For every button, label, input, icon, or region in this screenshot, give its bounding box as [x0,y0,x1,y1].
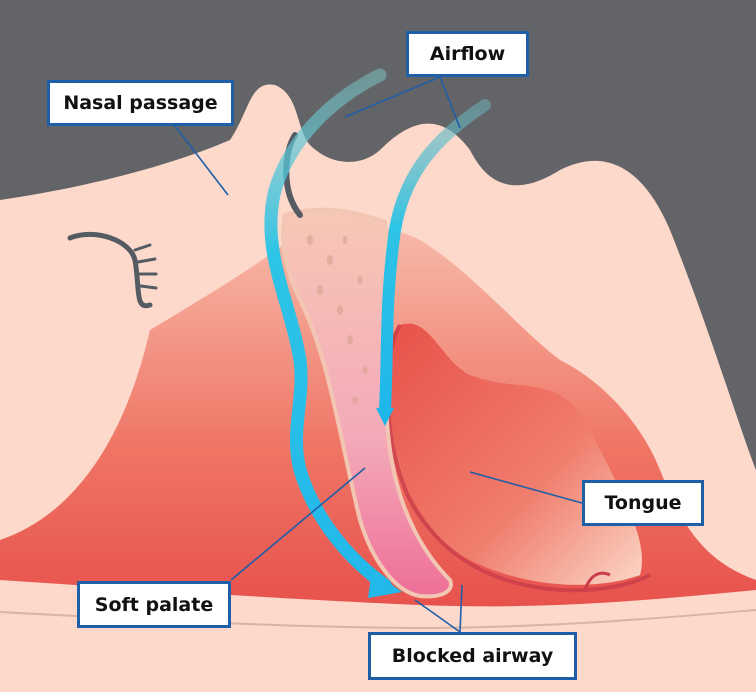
soft-palate-label: Soft palate [77,581,231,628]
airflow-label: Airflow [406,31,529,77]
blocked-airway-label: Blocked airway [368,632,577,680]
tongue-label: Tongue [582,480,704,526]
nasal-passage-label: Nasal passage [47,80,234,126]
